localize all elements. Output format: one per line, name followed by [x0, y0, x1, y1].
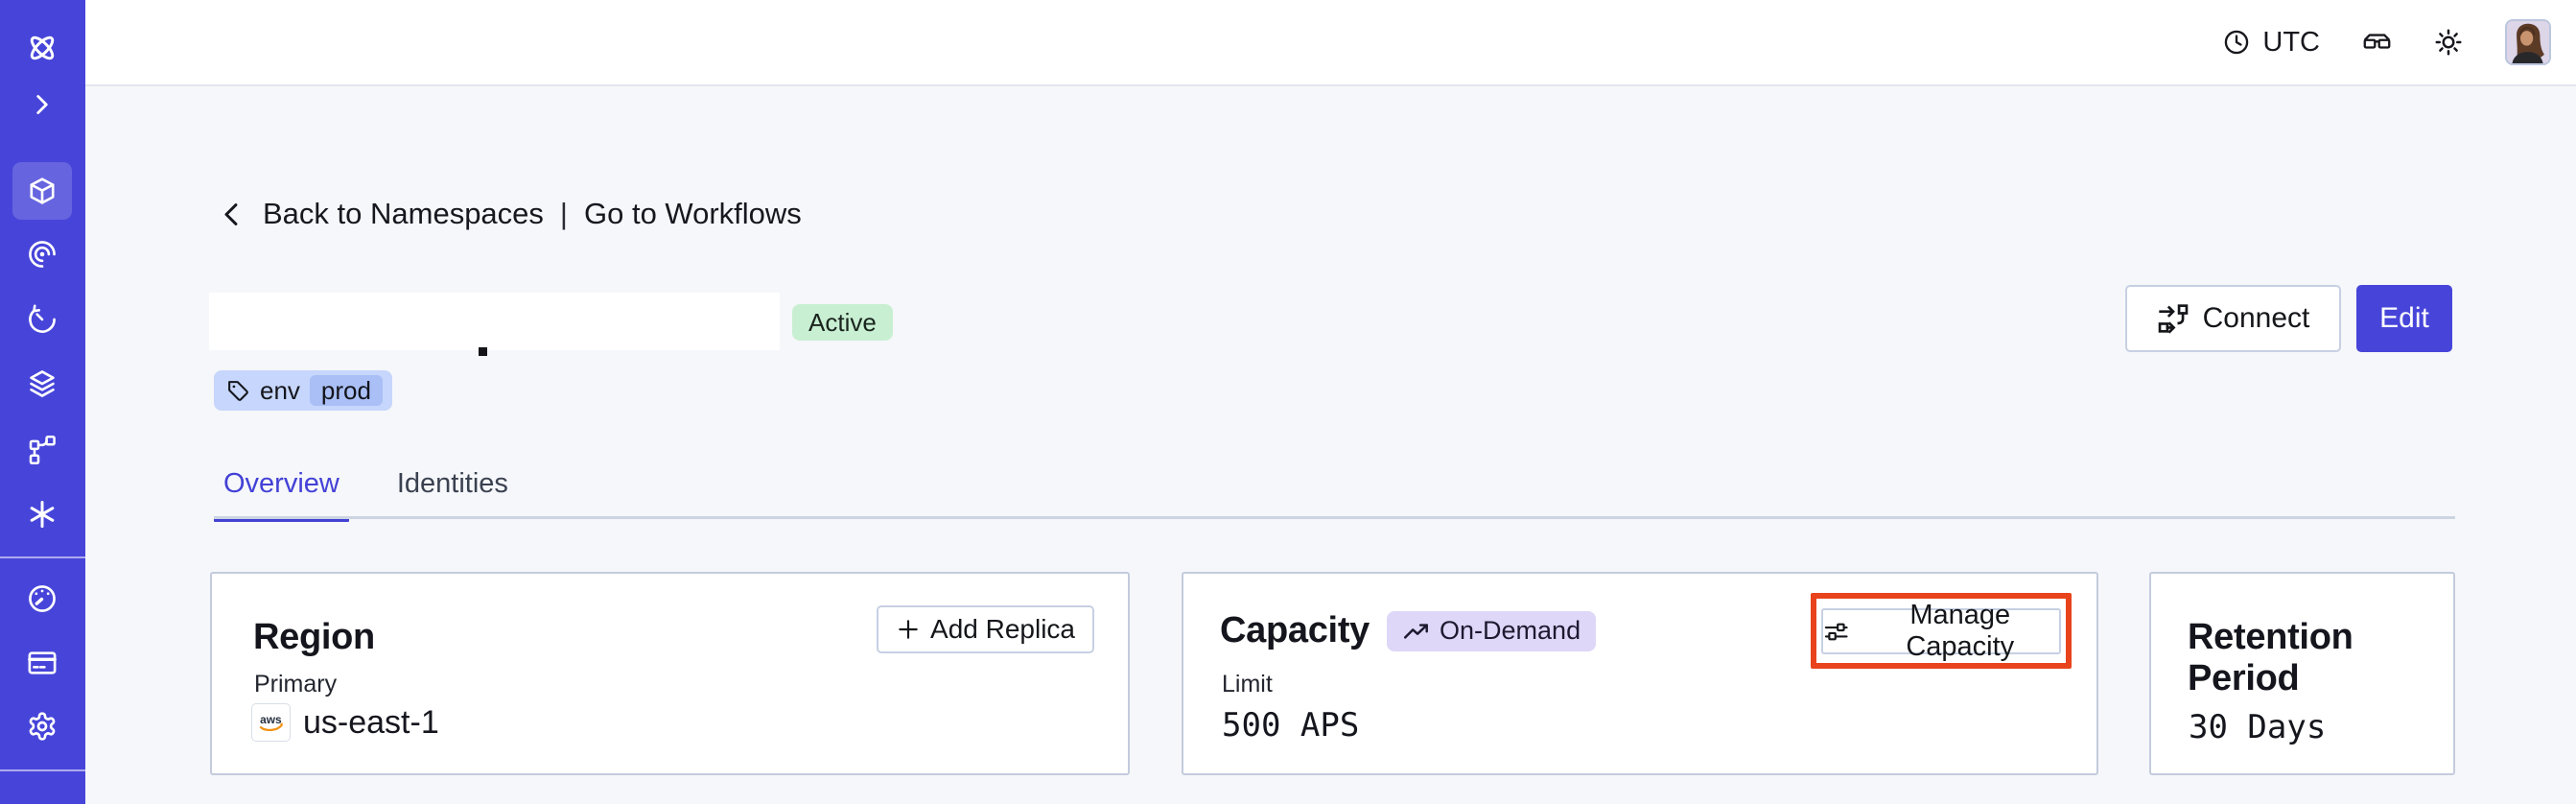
- sidebar-divider: [0, 769, 85, 771]
- retention-card-title: Retention Period: [2188, 617, 2354, 698]
- layers-icon: [30, 370, 55, 397]
- breadcrumb-separator: |: [559, 197, 568, 230]
- sidebar-item-settings[interactable]: [12, 698, 72, 755]
- tag-key: env: [260, 375, 300, 405]
- trending-up-icon: [1403, 623, 1428, 639]
- region-primary-label: Primary: [254, 671, 338, 698]
- spiral-icon: [29, 241, 56, 268]
- sidebar-item-billing[interactable]: [12, 634, 72, 692]
- aws-provider-icon: aws: [251, 703, 291, 742]
- status-badge: Active: [792, 304, 893, 341]
- theme-toggle-button[interactable]: [2434, 28, 2463, 57]
- sidebar-divider: [0, 556, 85, 558]
- retry-clock-icon: [29, 304, 56, 333]
- timezone-selector[interactable]: UTC: [2223, 27, 2320, 59]
- sidebar-expand-chevron-icon[interactable]: [12, 76, 72, 133]
- capacity-card-title: Capacity: [1220, 610, 1370, 650]
- add-replica-label: Add Replica: [930, 614, 1075, 644]
- sidebar-item-usage[interactable]: [12, 570, 72, 627]
- capacity-value: 500 APS: [1222, 706, 1360, 745]
- tag-value-chip: prod: [309, 375, 383, 406]
- region-value-row: aws us-east-1: [251, 703, 439, 742]
- annotation-highlight-box: Manage Capacity: [1811, 593, 2072, 669]
- sidebar-item-deployments[interactable]: [12, 421, 72, 479]
- cube-icon: [30, 177, 55, 204]
- tab-bar: Overview Identities: [214, 468, 518, 522]
- sidebar-item-schedules[interactable]: [12, 291, 72, 348]
- gauge-icon: [29, 585, 56, 612]
- region-card-title: Region: [253, 617, 375, 657]
- retention-card: Retention Period 30 Days: [2149, 572, 2455, 775]
- plus-icon: [899, 620, 918, 639]
- capacity-limit-label: Limit: [1222, 671, 1273, 698]
- manage-capacity-label: Manage Capacity: [1906, 599, 2015, 662]
- tab-overview[interactable]: Overview: [214, 468, 349, 522]
- timezone-label: UTC: [2262, 26, 2320, 58]
- sun-icon: [2435, 29, 2462, 56]
- namespace-title-remnant: [479, 347, 487, 356]
- sidebar-item-workflows[interactable]: [12, 225, 72, 283]
- sidebar: [0, 0, 85, 804]
- edit-label: Edit: [2379, 302, 2429, 334]
- manage-capacity-button[interactable]: Manage Capacity: [1821, 600, 2061, 662]
- branch-icon: [29, 436, 56, 464]
- sidebar-item-nexus[interactable]: [12, 485, 72, 543]
- tag-icon: [228, 380, 248, 401]
- connect-flow-icon: [2158, 304, 2188, 334]
- sliders-icon: [1824, 623, 1848, 640]
- capacity-card: Capacity On-Demand Manage Capacity Limit…: [1182, 572, 2098, 775]
- namespace-title-redacted: [209, 293, 780, 350]
- clock-icon: [2225, 30, 2249, 55]
- avatar-image: [2507, 21, 2549, 63]
- avatar[interactable]: [2505, 19, 2551, 65]
- tab-identities[interactable]: Identities: [396, 468, 508, 499]
- main-content: Back to Namespaces | Go to Workflows Act…: [85, 86, 2576, 804]
- edit-button[interactable]: Edit: [2356, 285, 2452, 352]
- connect-button[interactable]: Connect: [2125, 285, 2341, 352]
- capacity-title-row: Capacity On-Demand: [1220, 610, 1597, 651]
- billing-card-icon: [28, 651, 57, 674]
- ondemand-label: On-Demand: [1440, 616, 1581, 645]
- connect-label: Connect: [2202, 302, 2310, 334]
- gear-icon: [29, 712, 56, 741]
- labs-glasses-button[interactable]: [2362, 28, 2392, 58]
- breadcrumb-back-link[interactable]: Back to Namespaces: [263, 197, 544, 230]
- breadcrumb: Back to Namespaces | Go to Workflows: [217, 194, 802, 234]
- sidebar-item-namespaces[interactable]: [12, 162, 72, 220]
- temporal-logo-icon[interactable]: [12, 19, 72, 77]
- tab-bar-divider: [214, 516, 2455, 519]
- region-value: us-east-1: [303, 703, 439, 741]
- add-replica-button[interactable]: Add Replica: [877, 605, 1094, 653]
- asterisk-icon: [30, 500, 55, 529]
- sidebar-item-stacks[interactable]: [12, 355, 72, 413]
- sidebar-item-account[interactable]: [12, 791, 72, 804]
- breadcrumb-workflows-link[interactable]: Go to Workflows: [583, 197, 802, 230]
- ondemand-badge: On-Demand: [1387, 610, 1597, 651]
- namespace-tag[interactable]: env prod: [214, 370, 392, 411]
- svg-text:aws: aws: [260, 713, 282, 726]
- topbar: UTC: [85, 0, 2576, 86]
- retention-value: 30 Days: [2189, 708, 2327, 746]
- back-chevron-icon[interactable]: [217, 200, 246, 229]
- glasses-icon: [2363, 33, 2391, 49]
- region-card: Region Add Replica Primary aws us-east-1: [210, 572, 1130, 775]
